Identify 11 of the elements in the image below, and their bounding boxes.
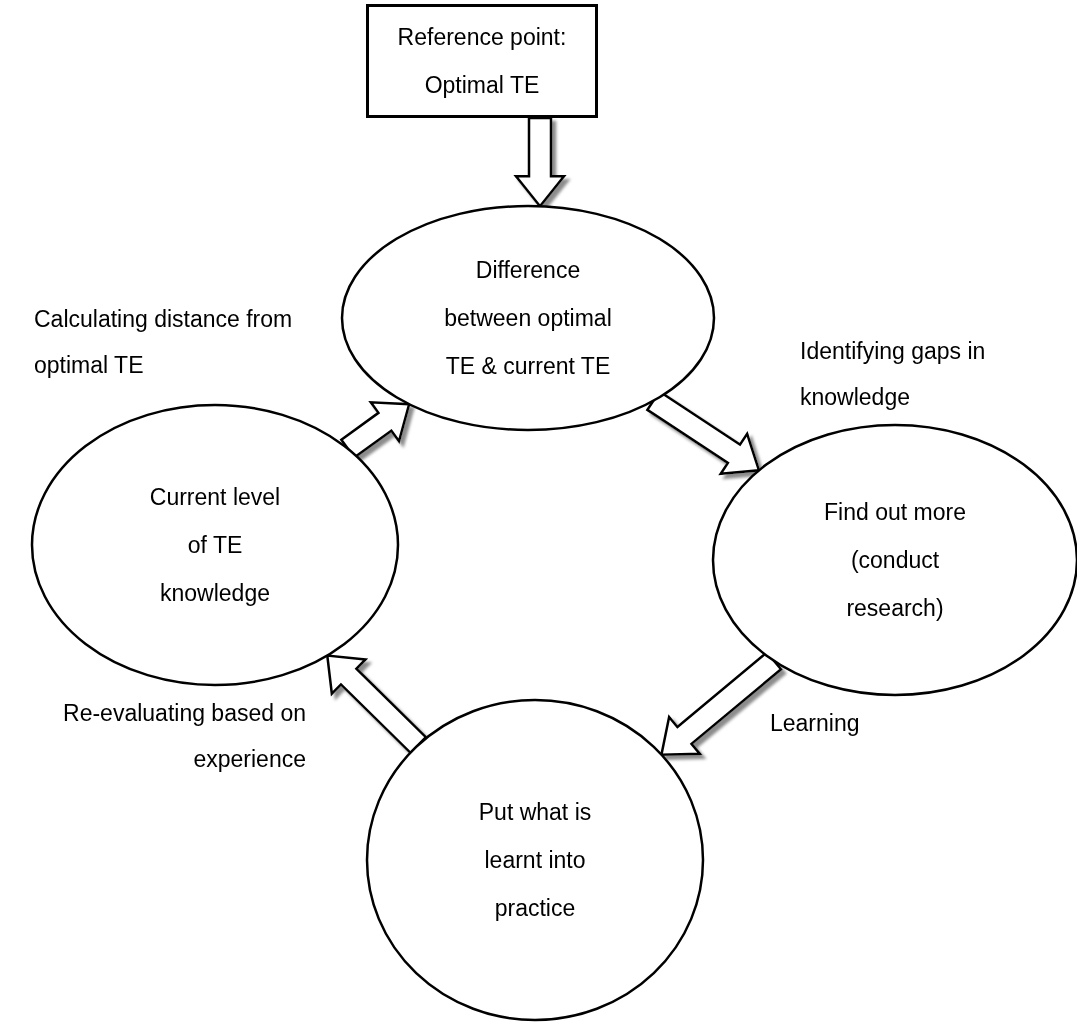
edge-label: Identifying gaps in knowledge: [800, 337, 987, 412]
edge-label: Re-evaluating based on experience: [62, 699, 306, 774]
node-text: Difference between optimal TE & current TE: [443, 256, 613, 381]
block-arrow: [325, 654, 428, 755]
node-text: Current level of TE knowledge: [148, 483, 282, 608]
process-box: [366, 4, 598, 118]
node-text: Put what is learnt into practice: [477, 798, 593, 923]
edge-label: Learning: [770, 709, 861, 738]
edge-label: Calculating distance from optimal TE: [34, 305, 294, 380]
node-text: Find out more (conduct research): [823, 498, 967, 623]
node-text: Reference point: Optimal TE: [396, 23, 568, 100]
